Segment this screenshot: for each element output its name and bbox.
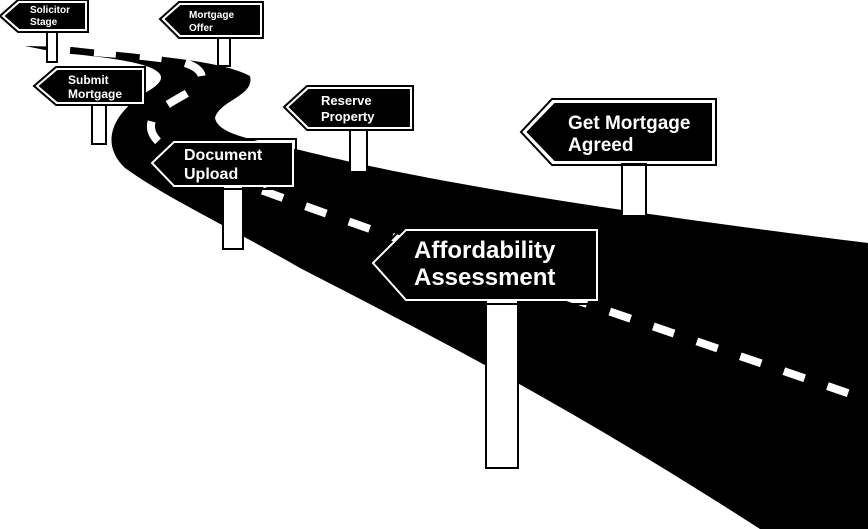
- sign-affordability-assessment: Affordability Assessment: [366, 225, 602, 305]
- sign-reserve-line2: Property: [321, 109, 375, 124]
- sign-solicitor-line2: Stage: [30, 17, 58, 28]
- sign-mortgage-offer-line1: Mortgage: [189, 10, 234, 21]
- sign-affordability-line1: Affordability: [414, 237, 556, 264]
- sign-submit-line1: Submit: [68, 73, 109, 87]
- sign-document-line1: Document: [184, 147, 263, 164]
- sign-submit-line2: Mortgage: [68, 87, 122, 101]
- sign-mortgage-offer: Mortgage Offer: [158, 0, 264, 39]
- sign-solicitor-line1: Solicitor: [30, 5, 70, 16]
- sign-document-line2: Upload: [184, 166, 238, 183]
- sign-mortgage-offer-line2: Offer: [189, 23, 213, 34]
- post-affordability: [485, 299, 519, 469]
- post-submit: [91, 103, 107, 145]
- sign-solicitor-stage: Solicitor Stage: [0, 0, 89, 33]
- sign-get-mortgage-agreed: Get Mortgage Agreed: [519, 98, 717, 166]
- sign-document-upload: Document Upload: [147, 138, 297, 190]
- sign-affordability-line2: Assessment: [414, 264, 555, 291]
- post-reserve: [349, 127, 368, 173]
- sign-reserve-property: Reserve Property: [282, 85, 414, 131]
- post-mortgage-offer: [217, 35, 231, 67]
- sign-reserve-line1: Reserve: [321, 93, 372, 108]
- sign-submit-mortgage: Submit Mortgage: [32, 66, 146, 106]
- sign-get-agreed-line1: Get Mortgage: [568, 113, 690, 134]
- post-get-agreed: [621, 163, 647, 217]
- post-document: [222, 185, 244, 250]
- sign-get-agreed-line2: Agreed: [568, 135, 633, 156]
